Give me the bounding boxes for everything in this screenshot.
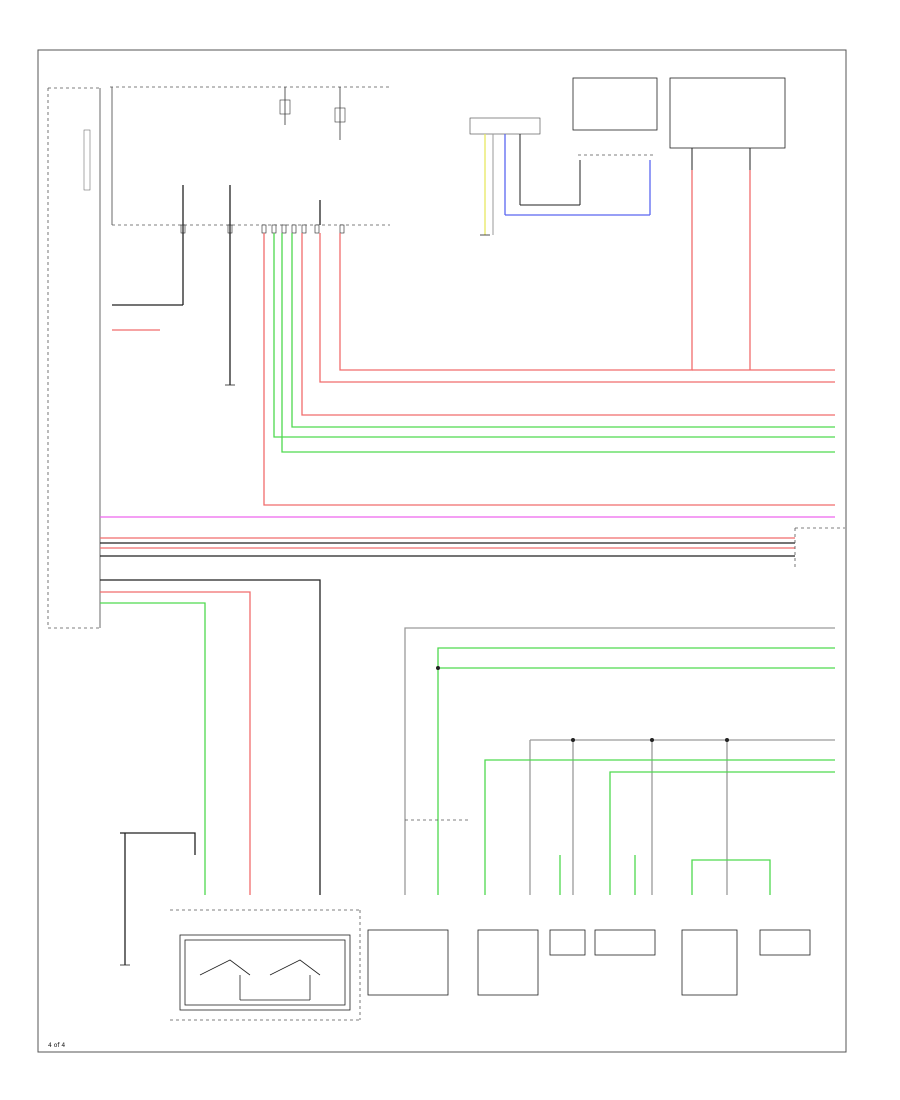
black-wires-left [112, 185, 321, 385]
junction-dots [436, 666, 729, 742]
diagram-frame [37, 49, 847, 1053]
ground-symbols [120, 234, 490, 966]
page-id: 4 of 4 [48, 1042, 65, 1049]
top-junction-block [110, 86, 390, 226]
top-right-module [572, 77, 786, 170]
middle-bus-wires [100, 527, 845, 570]
left-module-boundary [47, 87, 101, 629]
light-control-switch [170, 909, 361, 1021]
red-wire-group [112, 170, 835, 506]
bottom-modules [367, 929, 811, 996]
lower-right-wires [404, 627, 835, 895]
lower-left-wires [100, 579, 321, 965]
front-harness-connector [469, 117, 651, 235]
green-wire-group [273, 233, 835, 453]
top-block-connectors [180, 224, 345, 234]
